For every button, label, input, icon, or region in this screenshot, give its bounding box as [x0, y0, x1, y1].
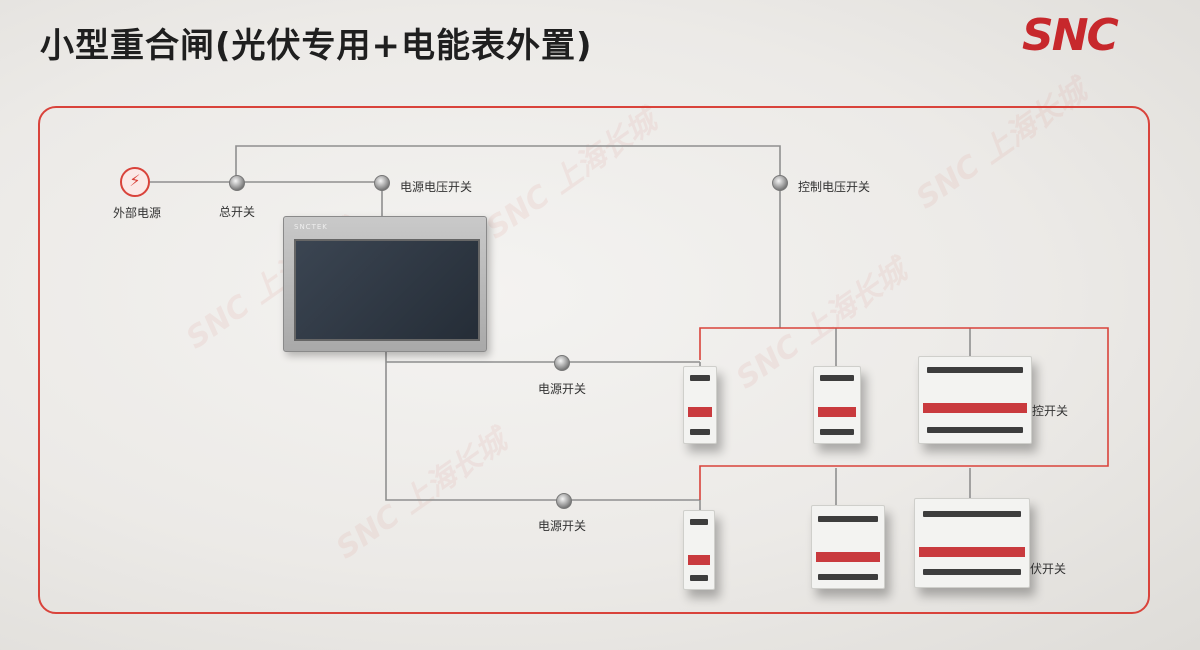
breaker-2p-upper[interactable] — [683, 366, 717, 444]
breaker-4p-lower[interactable] — [811, 505, 885, 589]
recloser-lower[interactable] — [914, 498, 1030, 588]
power-voltage-switch-knob[interactable] — [374, 175, 390, 191]
power-switch-2-label: 电源开关 — [538, 519, 587, 533]
power-switch-1-knob[interactable] — [554, 355, 570, 371]
power-switch-2-knob[interactable] — [556, 493, 572, 509]
recloser-upper[interactable] — [918, 356, 1032, 444]
control-voltage-switch-label: 控制电压开关 — [798, 180, 871, 194]
power-voltage-switch-label: 电源电压开关 — [400, 180, 473, 194]
pv-switch-label: 伏开关 — [1030, 562, 1067, 576]
control-voltage-switch-knob[interactable] — [772, 175, 788, 191]
wire — [235, 145, 781, 328]
hmi-touch-panel[interactable]: SNCTEK — [283, 216, 487, 352]
hmi-brand: SNCTEK — [294, 223, 328, 231]
main-switch-knob[interactable] — [229, 175, 245, 191]
diagram-frame — [38, 106, 1150, 614]
power-switch-1-label: 电源开关 — [538, 382, 587, 396]
main-switch-label: 总开关 — [219, 205, 256, 219]
lightning-bolt-icon: ⚡ — [120, 167, 150, 197]
breaker-2p-lower[interactable] — [683, 510, 715, 590]
wire — [385, 350, 700, 501]
control-switch-label: 控开关 — [1032, 404, 1069, 418]
hmi-screen[interactable] — [294, 239, 480, 341]
page-title: 小型重合闸(光伏专用+电能表外置) — [40, 26, 593, 66]
red-bus — [699, 327, 1109, 500]
external-power-label: 外部电源 — [113, 206, 162, 220]
brand-logo: SNC — [1022, 10, 1119, 61]
breaker-4p-upper[interactable] — [813, 366, 861, 444]
